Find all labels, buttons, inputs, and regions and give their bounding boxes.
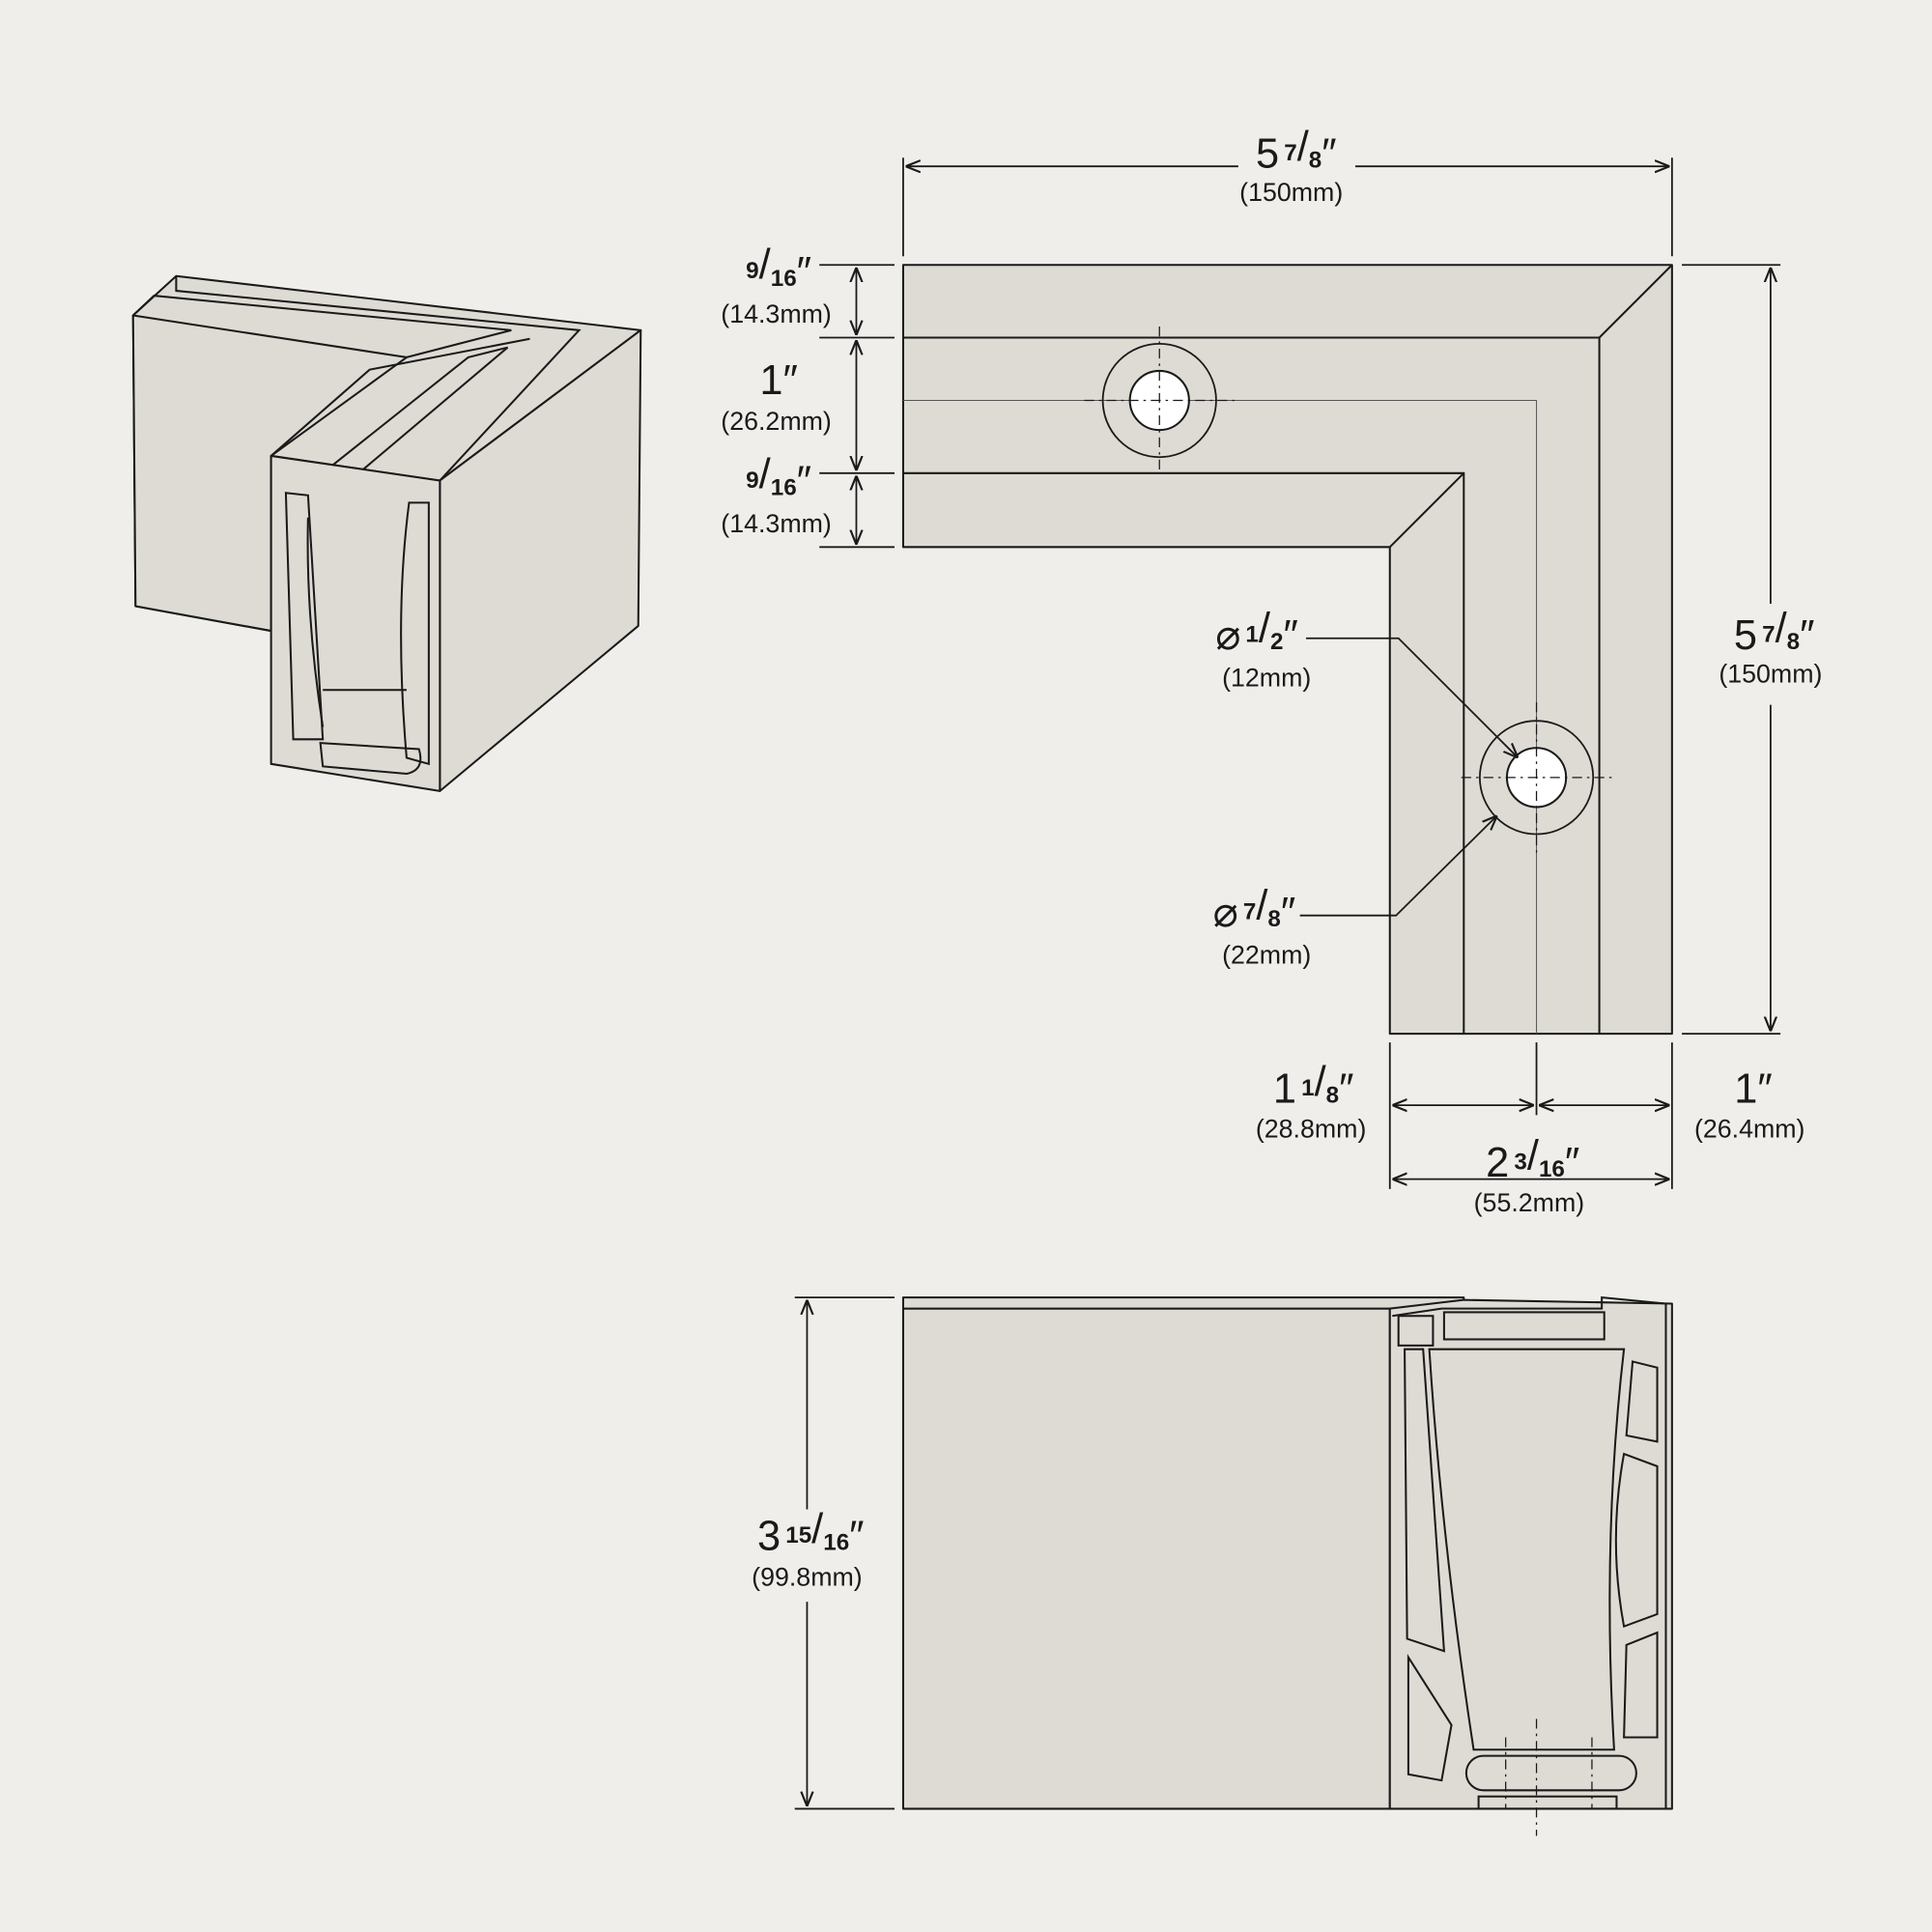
numerator: 7 (1762, 622, 1775, 648)
svg-text:57/8″: 57/8″ (1256, 124, 1337, 178)
mm-value: (26.4mm) (1694, 1114, 1805, 1143)
numerator: 15 (785, 1522, 811, 1548)
dimension-lines (794, 157, 1781, 1810)
mm-value: (150mm) (1239, 178, 1343, 207)
denominator: 8 (1326, 1083, 1339, 1109)
whole: 1 (1734, 1066, 1757, 1113)
diameter-symbol: ⌀ (1215, 612, 1240, 659)
mm-value: (150mm) (1719, 660, 1822, 689)
mm-value: (14.3mm) (721, 299, 832, 328)
diameter-symbol: ⌀ (1213, 890, 1238, 936)
label-inner-hole: ⌀1/2″ (12mm) (1215, 606, 1311, 693)
mm-value: (99.8mm) (752, 1563, 863, 1592)
svg-text:23/16″: 23/16″ (1486, 1132, 1579, 1186)
denominator: 2 (1270, 629, 1283, 655)
numerator: 9 (746, 468, 758, 494)
denominator: 16 (1539, 1156, 1565, 1182)
svg-text:⌀1/2″: ⌀1/2″ (1215, 606, 1298, 660)
mm-value: (28.8mm) (1256, 1114, 1367, 1143)
mm-value: (55.2mm) (1474, 1188, 1585, 1217)
denominator: 8 (1267, 906, 1280, 932)
denominator: 16 (823, 1530, 849, 1556)
numerator: 7 (1284, 140, 1296, 166)
isometric-view (131, 274, 642, 792)
mounting-hole-2 (1461, 702, 1612, 853)
denominator: 16 (771, 266, 797, 292)
numerator: 7 (1243, 899, 1256, 925)
mounting-hole-1 (1084, 327, 1236, 475)
mm-value: (14.3mm) (721, 509, 832, 538)
svg-text:1″: 1″ (759, 357, 797, 404)
numerator: 1 (1301, 1075, 1314, 1101)
denominator: 8 (1309, 147, 1321, 173)
label-bottom-lip: 9/16″ (14.3mm) (721, 451, 832, 538)
label-outer-hole: ⌀7/8″ (22mm) (1213, 883, 1312, 970)
mm-value: (12mm) (1222, 663, 1311, 692)
label-right-offset: 1″ (26.4mm) (1694, 1066, 1805, 1144)
svg-text:57/8″: 57/8″ (1734, 606, 1815, 660)
whole: 5 (1256, 130, 1279, 177)
mm-value: (22mm) (1222, 940, 1311, 969)
whole: 2 (1486, 1140, 1509, 1186)
whole: 1 (759, 357, 782, 404)
front-view (901, 1295, 1673, 1836)
svg-text:9/16″: 9/16″ (746, 451, 811, 505)
numerator: 9 (746, 258, 758, 284)
svg-text:9/16″: 9/16″ (746, 242, 811, 296)
svg-text:1″: 1″ (1734, 1066, 1772, 1113)
svg-text:11/8″: 11/8″ (1273, 1059, 1354, 1113)
numerator: 3 (1514, 1149, 1526, 1175)
label-mid-width: 1″ (26.2mm) (721, 357, 832, 436)
denominator: 8 (1787, 629, 1800, 655)
svg-text:315/16″: 315/16″ (757, 1506, 865, 1560)
top-view (901, 264, 1673, 1036)
label-top-lip: 9/16″ (14.3mm) (721, 242, 832, 328)
whole: 3 (757, 1514, 781, 1560)
mm-value: (26.2mm) (721, 407, 832, 436)
svg-text:⌀7/8″: ⌀7/8″ (1213, 883, 1296, 937)
denominator: 16 (771, 475, 797, 501)
whole: 5 (1734, 612, 1757, 659)
numerator: 1 (1245, 622, 1258, 648)
whole: 1 (1273, 1066, 1296, 1113)
